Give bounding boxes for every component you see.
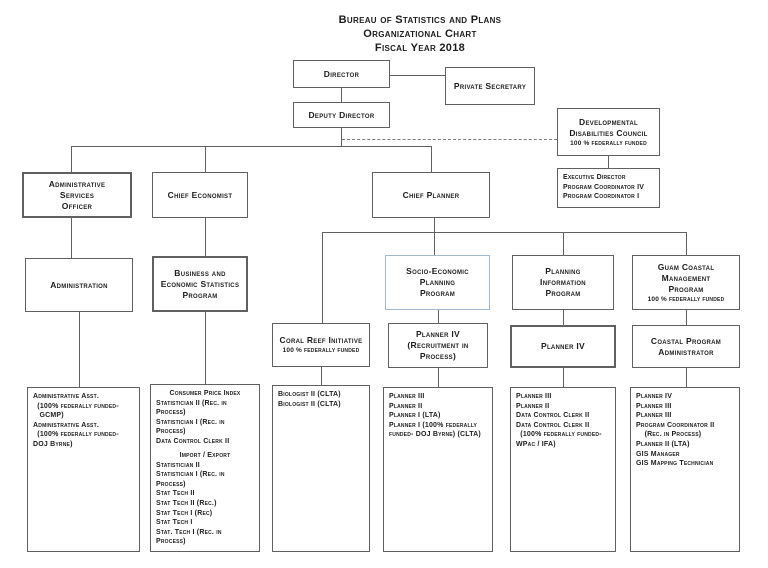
box-pip: Planning Information Program — [512, 255, 614, 310]
box-besp: Business and Economic Statistics Program — [152, 256, 248, 312]
box-aso-label: Administrative Services Officer — [48, 178, 106, 211]
connector-to-gcmp — [686, 232, 687, 255]
connector-besp-staff — [205, 312, 206, 384]
pip-staff-lines: Planner III Planner II Data Control Cler… — [516, 393, 602, 448]
box-gcmp-staff: Planner IV Planner III Planner III Progr… — [630, 387, 740, 552]
connector-coralreef-staff — [321, 367, 322, 385]
connector-to-chief-economist — [205, 146, 206, 172]
box-coral-reef-initiative: Coral Reef Initiative 100 % federally fu… — [272, 323, 370, 367]
chart-title-line3: Fiscal Year 2018 — [374, 42, 466, 54]
box-developmental-disabilities-council: Developmental Disabilities Council 100 %… — [557, 108, 660, 156]
connector-sepp-planner4 — [438, 310, 439, 323]
box-sepp-label: Socio-Economic Planning Program — [406, 266, 469, 298]
connector-to-pip — [563, 232, 564, 255]
statistics-staff-lines2: Statistician II Statistician I (Rec. in … — [156, 461, 225, 546]
box-gcmp-label: Guam Coastal Management Program — [657, 261, 715, 294]
box-director: Director — [293, 60, 390, 88]
box-sepp: Socio-Economic Planning Program — [385, 255, 490, 310]
box-gcmp-note: 100 % federally funded — [647, 295, 725, 303]
box-administrative-services-officer: Administrative Services Officer — [22, 172, 132, 218]
connector-gcmp-cpa — [686, 310, 687, 325]
box-besp-label: Business and Economic Statistics Program — [160, 267, 240, 300]
connector-dashed-ddc — [342, 139, 557, 140]
box-administration: Administration — [25, 258, 133, 312]
box-ddc-label: Developmental Disabilities Council — [569, 116, 648, 138]
connector-director-deputy — [341, 88, 342, 102]
connector-planner4rip-staff — [438, 368, 439, 387]
box-chief-planner-label: Chief Planner — [402, 189, 460, 200]
box-planner4-recruitment-label: Planner IV (Recruitment in Process) — [407, 329, 469, 361]
connector-cpa-staff — [686, 368, 687, 387]
box-statistics-staff: Consumer Price Index Statistician II (Re… — [150, 384, 260, 552]
box-chief-economist: Chief Economist — [152, 172, 248, 218]
box-chief-economist-label: Chief Economist — [167, 189, 233, 200]
connector-to-aso — [71, 146, 72, 172]
box-pip-label: Planning Information Program — [540, 266, 586, 298]
connector-level2-horizontal — [71, 146, 431, 147]
box-planner4-label: Planner IV — [540, 341, 586, 351]
box-deputy-director-label: Deputy Director — [308, 109, 375, 120]
box-pip-staff: Planner III Planner II Data Control Cler… — [510, 387, 616, 552]
box-private-secretary: Private Secretary — [445, 67, 535, 105]
box-coral-reef-staff: Biologist II (CLTA) Biologist II (CLTA) — [272, 385, 370, 552]
connector-ddc-staff — [608, 156, 609, 168]
box-sepp-staff: Planner III Planner II Planner I (LTA) P… — [383, 387, 493, 552]
connector-aso-administration — [71, 218, 72, 258]
connector-pip-planner4 — [563, 310, 564, 325]
connector-planner4-staff — [563, 368, 564, 387]
box-cpa-label: Coastal Program Administrator — [650, 335, 722, 357]
connector-to-chief-planner — [431, 146, 432, 172]
gcmp-staff-lines: Planner IV Planner III Planner III Progr… — [636, 393, 715, 468]
connector-economist-besp — [205, 218, 206, 256]
chart-title-line2: Organizational Chart — [363, 28, 477, 40]
box-cri-label: Coral Reef Initiative — [279, 335, 363, 345]
administration-staff-lines: Administrative Asst. (100% federally fun… — [33, 393, 119, 448]
ddc-staff-lines: Executive Director Program Coordinator I… — [563, 174, 645, 201]
statistics-staff-heading2: Import / Export — [179, 452, 231, 460]
box-administration-staff: Administrative Asst. (100% federally fun… — [27, 387, 140, 552]
chart-title-line1: Bureau of Statistics and Plans — [338, 14, 502, 26]
box-administration-label: Administration — [50, 279, 108, 290]
coral-reef-staff-lines: Biologist II (CLTA) Biologist II (CLTA) — [278, 391, 341, 408]
connector-to-coral-reef — [322, 232, 323, 323]
box-gcmp: Guam Coastal Management Program 100 % fe… — [632, 255, 740, 310]
connector-planner-horizontal — [322, 232, 686, 233]
connector-director-private-secretary — [390, 75, 445, 76]
box-ddc-note: 100 % federally funded — [570, 139, 647, 147]
box-planner4-recruitment: Planner IV (Recruitment in Process) — [388, 323, 488, 368]
sepp-staff-lines: Planner III Planner II Planner I (LTA) P… — [389, 393, 481, 439]
box-deputy-director: Deputy Director — [293, 102, 390, 128]
box-director-label: Director — [323, 68, 360, 79]
connector-deputy-down — [341, 128, 342, 146]
statistics-staff-heading1: Consumer Price Index — [169, 390, 241, 397]
connector-administration-staff — [79, 312, 80, 387]
box-private-secretary-label: Private Secretary — [453, 80, 527, 91]
chart-title: Bureau of Statistics and Plans Organizat… — [250, 13, 590, 55]
connector-planner-down — [434, 218, 435, 255]
box-chief-planner: Chief Planner — [372, 172, 490, 218]
box-coastal-program-administrator: Coastal Program Administrator — [632, 325, 740, 368]
box-cri-note: 100 % federally funded — [282, 347, 360, 354]
box-planner4: Planner IV — [510, 325, 616, 368]
box-ddc-staff: Executive Director Program Coordinator I… — [557, 168, 660, 208]
statistics-staff-lines1: Statistician II (Rec. in Process) Statis… — [156, 399, 230, 445]
